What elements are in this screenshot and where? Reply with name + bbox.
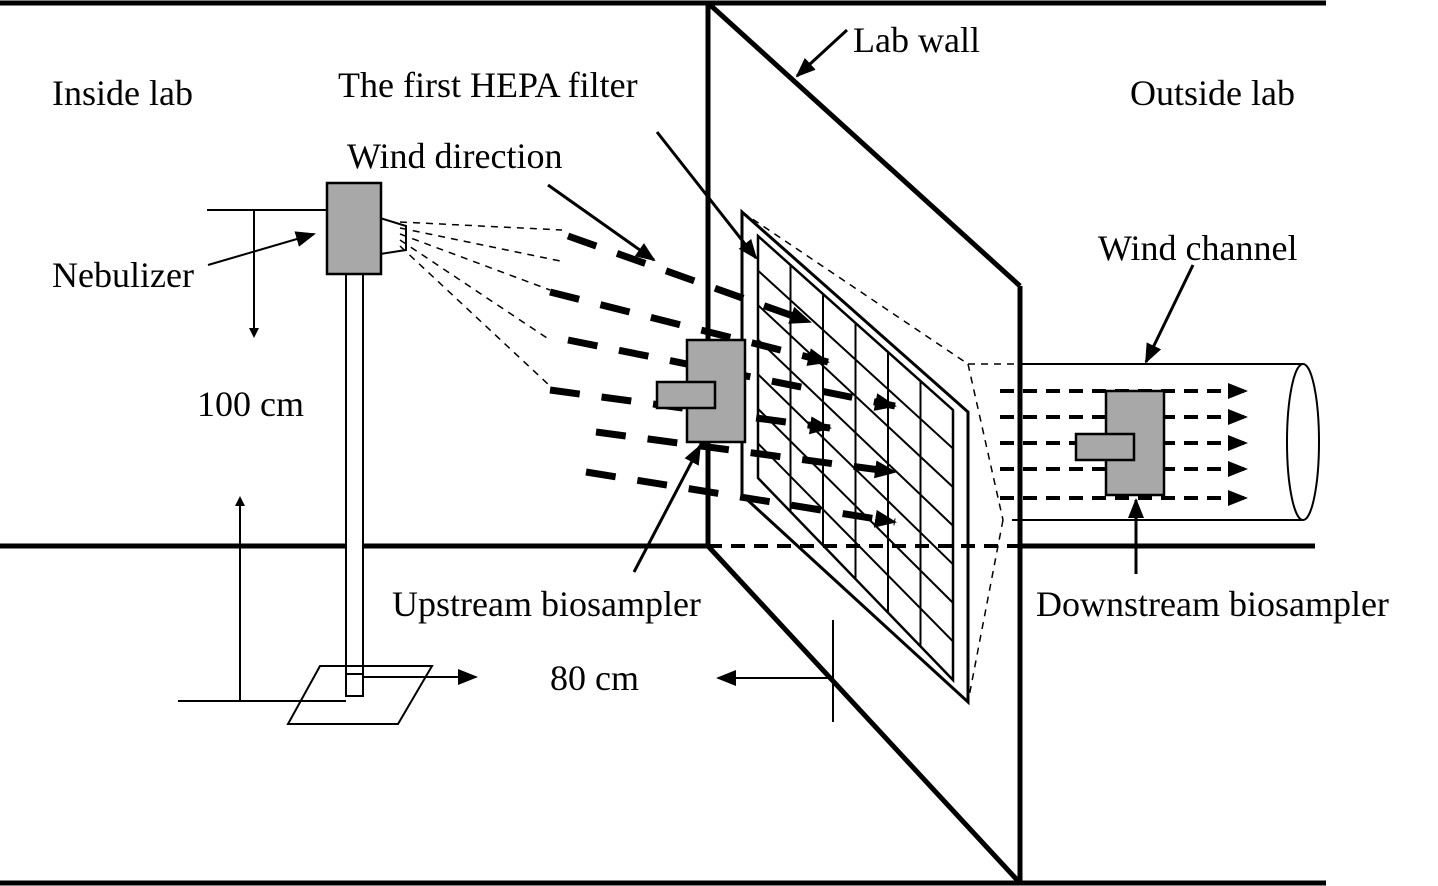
upstream-biosampler-device xyxy=(655,338,747,444)
spray-line xyxy=(399,221,563,231)
hepa-grid-line xyxy=(757,269,954,450)
hepa-grid-line xyxy=(757,338,954,527)
downstream-biosampler-inlet xyxy=(1074,432,1136,462)
nebulizer-nozzle xyxy=(379,217,407,255)
nebulizer-body xyxy=(325,181,383,276)
airflow-arrow xyxy=(566,232,812,326)
outside-lab-label: Outside lab xyxy=(1130,73,1295,113)
airflow-arrow xyxy=(585,468,897,528)
distance-dimension xyxy=(363,620,834,722)
lab-wall-bottom-edge xyxy=(706,544,1022,885)
wind-direction-label: Wind direction xyxy=(347,136,563,176)
hepa-filter-leader xyxy=(655,131,758,260)
airflow-arrow xyxy=(549,386,832,435)
projection-lines xyxy=(741,211,1020,703)
projection-line xyxy=(741,211,969,365)
wind-channel-outlet xyxy=(1286,363,1320,521)
text-labels: Inside lab Outside lab Lab wall The firs… xyxy=(52,20,1389,698)
leader-arrows xyxy=(207,28,1195,574)
hepa-filter-label: The first HEPA filter xyxy=(338,65,638,105)
distance-dimension-label: 80 cm xyxy=(550,658,639,698)
hepa-grid-line xyxy=(757,408,954,604)
nebulizer-label: Nebulizer xyxy=(52,255,194,295)
spray-line xyxy=(399,227,566,263)
nebulizer-assembly xyxy=(286,181,434,725)
spray-lines xyxy=(379,217,566,387)
wind-direction-arrow xyxy=(547,183,656,262)
spray-line xyxy=(399,239,551,341)
downstream-biosampler-label: Downstream biosampler xyxy=(1036,584,1389,624)
upstream-biosampler-inlet xyxy=(655,380,717,410)
lab-wall-leader xyxy=(795,28,849,78)
nebulizer-stand-base xyxy=(286,665,434,725)
lab-wall-label: Lab wall xyxy=(853,20,980,60)
spray-line xyxy=(399,245,551,387)
nebulizer-stand-pole xyxy=(345,273,364,697)
lab-wall-top-edge xyxy=(706,1,1022,288)
hepa-grid-line xyxy=(757,442,954,643)
wind-channel xyxy=(1012,363,1320,521)
lab-wall xyxy=(705,1,1023,885)
projection-line xyxy=(967,363,1004,521)
height-dimension xyxy=(178,209,346,702)
upstream-biosampler-leader xyxy=(632,444,702,573)
inside-lab-label: Inside lab xyxy=(52,73,193,113)
projection-line xyxy=(967,519,1004,703)
room-frame xyxy=(0,0,1326,886)
nebulizer-stand-foot xyxy=(345,673,364,697)
height-dimension-label: 100 cm xyxy=(197,384,304,424)
wind-channel-label: Wind channel xyxy=(1098,228,1297,268)
upstream-biosampler-label: Upstream biosampler xyxy=(392,584,701,624)
nebulizer-leader xyxy=(207,231,316,266)
hepa-grid-line xyxy=(757,304,954,488)
wind-channel-leader xyxy=(1144,264,1195,364)
downstream-biosampler-device xyxy=(1074,389,1166,497)
spray-line xyxy=(399,233,551,291)
